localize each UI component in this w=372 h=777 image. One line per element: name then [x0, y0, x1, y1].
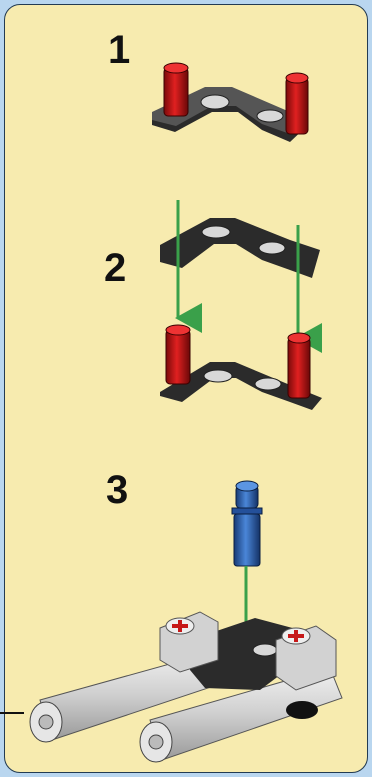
step2-beam	[160, 218, 320, 278]
step3-frame-assembly	[29, 611, 343, 763]
step-number-1: 1	[108, 28, 131, 72]
step-number-3: 3	[106, 468, 129, 512]
step2-pins-beam	[160, 324, 322, 410]
divider-line	[0, 712, 24, 714]
step-number-2: 2	[104, 246, 127, 290]
step3-blue-pin	[231, 480, 263, 567]
step1-assembly	[152, 62, 309, 142]
